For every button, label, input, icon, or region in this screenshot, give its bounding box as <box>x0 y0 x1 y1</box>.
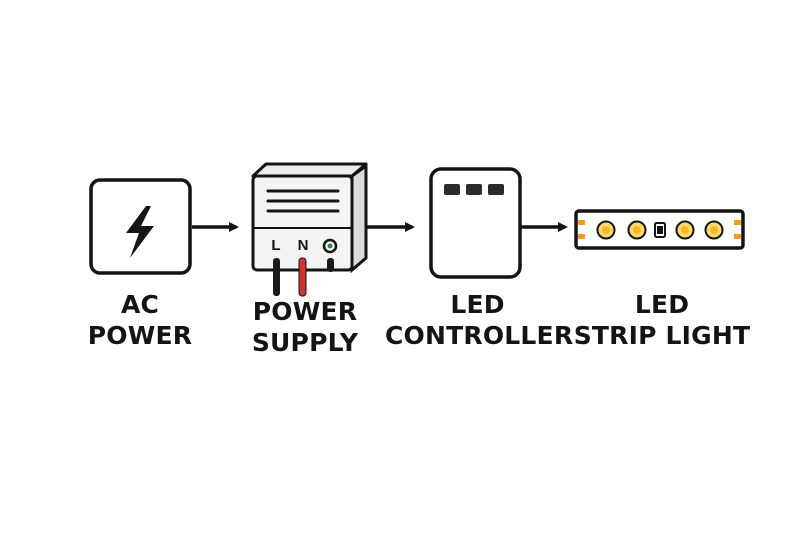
label-line: POWER <box>252 297 358 326</box>
ac-power-node <box>89 178 192 275</box>
ground-wire <box>327 258 334 272</box>
label-line: LED <box>634 290 690 319</box>
label-line: CONTROLLER <box>385 321 574 350</box>
label-line: SUPPLY <box>251 328 359 357</box>
black-wire <box>273 258 280 296</box>
terminal-n-label: N <box>298 237 309 254</box>
led-diode-icon <box>675 220 695 240</box>
led-strip-label: LED STRIP LIGHT <box>572 289 752 351</box>
controller-button <box>466 184 482 195</box>
lightning-bolt-icon <box>126 206 154 258</box>
led-diode-icon <box>704 220 724 240</box>
led-diode-icon <box>596 220 616 240</box>
controller-button <box>488 184 504 195</box>
led-strip-icon <box>574 209 745 250</box>
led-controller-label: LED CONTROLLER <box>385 289 574 351</box>
led-diode-icon <box>627 220 647 240</box>
label-line: LED <box>450 290 505 319</box>
label-line: AC <box>120 290 160 319</box>
terminal-l-label: L <box>271 237 280 254</box>
label-line: POWER <box>87 321 193 350</box>
power-supply-unit-icon: L N <box>251 162 368 297</box>
ac-power-label: AC POWER <box>70 289 210 351</box>
label-line: STRIP LIGHT <box>573 321 751 350</box>
power-supply-label: POWER SUPPLY <box>235 296 375 358</box>
led-controller-icon <box>429 167 522 279</box>
red-wire <box>298 257 307 297</box>
controller-button <box>444 184 460 195</box>
